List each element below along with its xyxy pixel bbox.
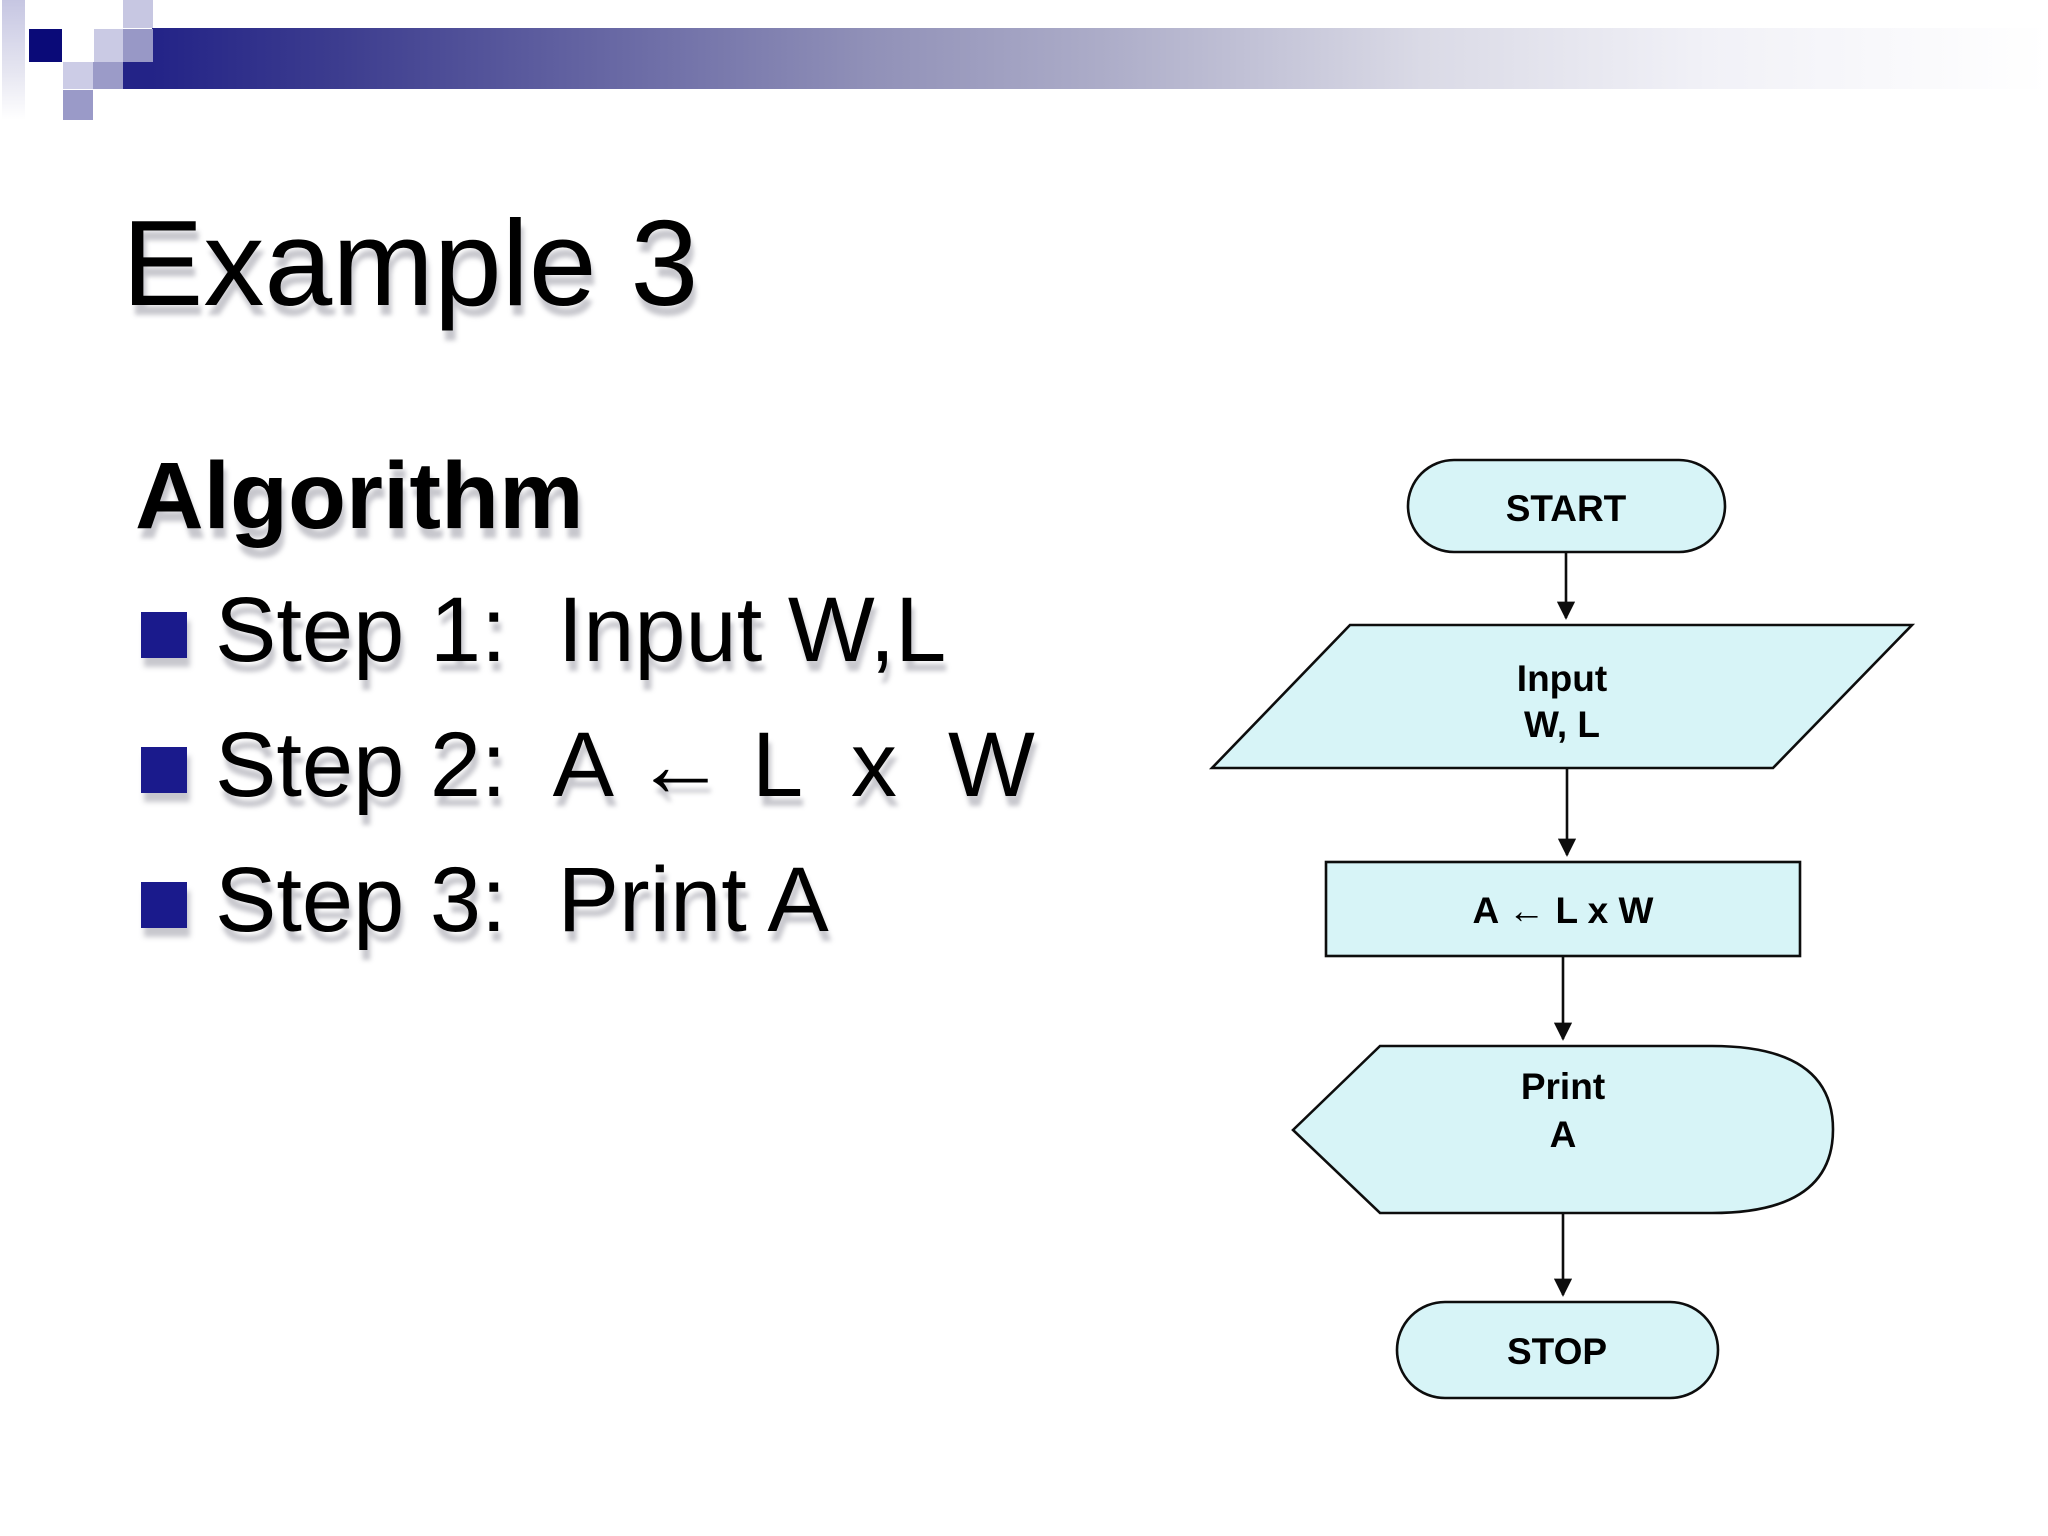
algorithm-heading: Algorithm bbox=[135, 443, 584, 549]
mosaic-square bbox=[93, 62, 123, 89]
banner-gradient-bar bbox=[152, 28, 2048, 89]
mosaic-square bbox=[63, 62, 93, 89]
bullet-item-step-2: Step 2: A ← L x W bbox=[141, 709, 1035, 821]
flowchart-node-input-label-line1: Input bbox=[1517, 658, 1607, 699]
bullet-item-step-3: Step 3: Print A bbox=[141, 844, 829, 956]
flowchart-node-process-label: A ← L x W bbox=[1473, 890, 1654, 931]
mosaic-square bbox=[123, 29, 153, 62]
flowchart-node-print-label-line2: A bbox=[1550, 1114, 1577, 1155]
bullet-text: Step 3: Print A bbox=[215, 849, 829, 951]
flowchart-node-stop-label: STOP bbox=[1507, 1331, 1607, 1372]
bullet-square-icon bbox=[141, 747, 187, 793]
flowchart: START Input W, L A ← L x W Print A STOP bbox=[1208, 458, 1916, 1400]
bullet-text: Step 2: A ← L x W bbox=[215, 714, 1035, 816]
bullet-square-icon bbox=[141, 612, 187, 658]
banner-left-strip bbox=[2, 0, 25, 120]
slide-title: Example 3 bbox=[122, 195, 699, 331]
mosaic-square bbox=[123, 62, 153, 89]
flowchart-node-stop bbox=[1395, 1300, 1720, 1400]
flowchart-node-print-label-line1: Print bbox=[1521, 1066, 1605, 1107]
mosaic-square bbox=[94, 29, 123, 62]
flowchart-node-print bbox=[1291, 1044, 1835, 1215]
mosaic-square bbox=[63, 90, 93, 120]
mosaic-square bbox=[29, 29, 62, 62]
bullet-text: Step 1: Input W,L bbox=[215, 579, 947, 681]
flowchart-node-input bbox=[1208, 623, 1916, 770]
flowchart-node-start-label: START bbox=[1506, 488, 1627, 529]
bullet-item-step-1: Step 1: Input W,L bbox=[141, 574, 946, 686]
flowchart-node-input-label-line2: W, L bbox=[1524, 704, 1600, 745]
flowchart-node-process bbox=[1324, 860, 1802, 958]
bullet-square-icon bbox=[141, 882, 187, 928]
mosaic-square bbox=[123, 0, 153, 28]
